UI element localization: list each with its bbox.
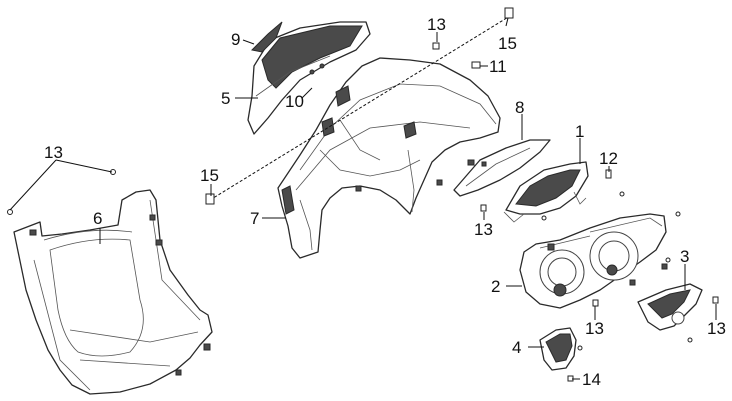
leader-lines (9, 17, 717, 380)
callout-14: 13 (44, 143, 63, 162)
part-4-indicator (539, 327, 577, 371)
callout-13-right: 13 (707, 319, 726, 338)
part-6-front-shield (13, 189, 213, 395)
part-7-inner-cover (277, 57, 501, 259)
callout-11: 11 (489, 57, 507, 76)
part-8-side-trim (453, 139, 551, 197)
callout-9: 9 (231, 30, 240, 49)
callout-15-top: 15 (498, 34, 517, 53)
part-9-badge (250, 21, 283, 53)
part-11-bolt (471, 61, 481, 69)
callout-5: 5 (221, 89, 230, 108)
part-13-bolt-top (432, 42, 440, 50)
callout-labels: 9 5 10 13 15 11 8 1 12 13 15 7 6 13 3 2 … (44, 15, 726, 389)
callout-13-mid: 13 (474, 220, 493, 239)
callout-13-bottom: 14 (582, 370, 601, 389)
callout-3: 3 (680, 247, 689, 266)
callout-4: 4 (512, 338, 521, 357)
callout-8: 8 (515, 98, 524, 117)
callout-13-top: 13 (427, 15, 446, 34)
callout-7: 7 (250, 209, 259, 228)
part-15-long-bolt (205, 7, 514, 205)
callout-15-left: 15 (200, 166, 219, 185)
part-1-grille (503, 161, 589, 223)
part-5-upper-panel (247, 21, 371, 135)
part-3-small-lamp (637, 283, 703, 331)
callout-12: 12 (599, 149, 618, 168)
callout-13-lamp: 13 (585, 319, 604, 338)
part-14-screws (7, 169, 116, 215)
callout-6: 6 (93, 209, 102, 228)
callout-2: 2 (491, 277, 500, 296)
callout-1: 1 (575, 122, 584, 141)
callout-10: 10 (285, 92, 304, 111)
part-2-headlight (519, 213, 668, 309)
part-13-fasteners (480, 191, 719, 382)
